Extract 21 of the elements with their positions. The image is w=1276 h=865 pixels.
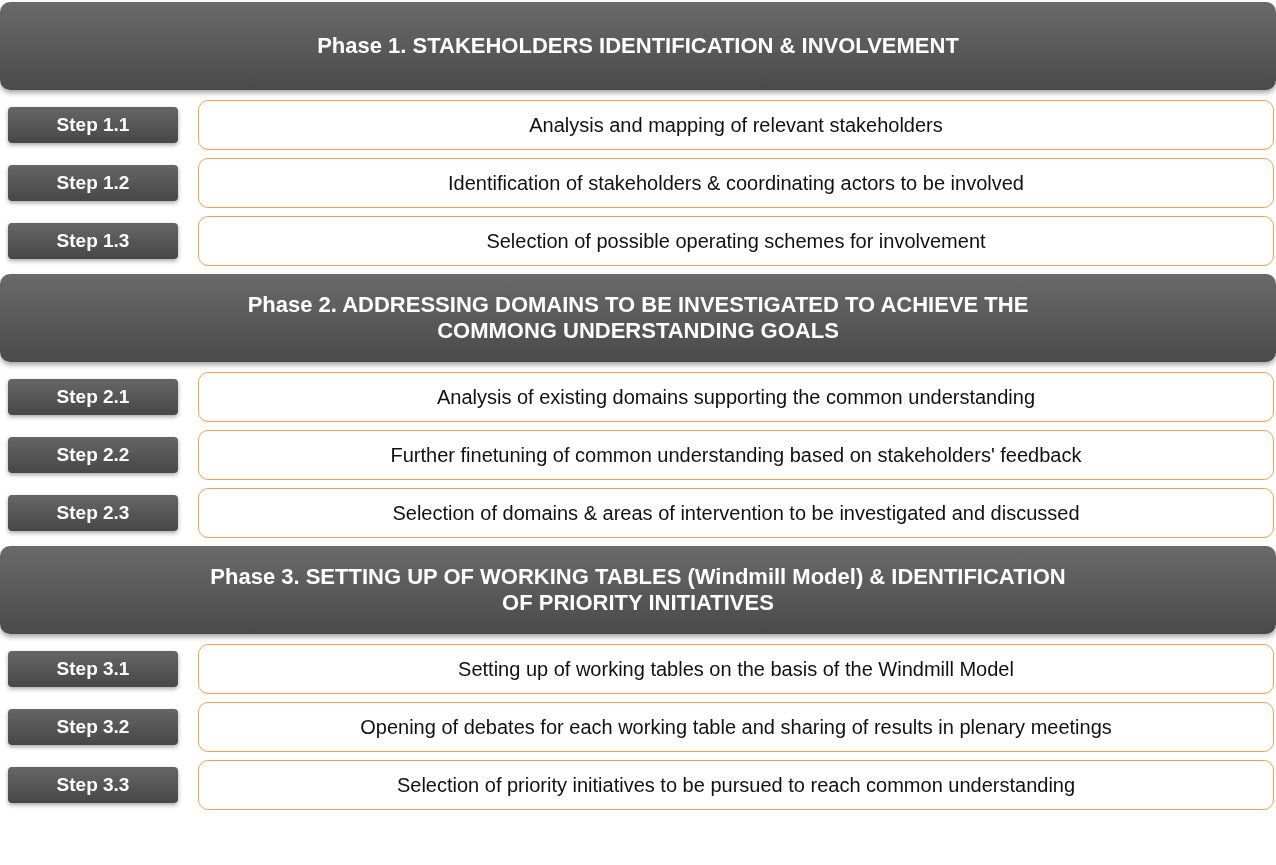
step-tag: Step 2.3: [8, 495, 178, 531]
step-tag: Step 1.1: [8, 107, 178, 143]
step-description-box: Analysis and mapping of relevant stakeholders: [198, 100, 1274, 150]
step-description-box: Opening of debates for each working table and sharing of results in plenary meetings: [198, 702, 1274, 752]
phase-banner: Phase 2. ADDRESSING DOMAINS TO BE INVESTIGATED TO ACHIEVE THE COMMONG UNDERSTANDING GOALS: [0, 274, 1276, 362]
step-tag: Step 2.2: [8, 437, 178, 473]
step-description-box: Further finetuning of common understanding based on stakeholders' feedback: [198, 430, 1274, 480]
step-tag: Step 3.2: [8, 709, 178, 745]
phase-banner: Phase 1. STAKEHOLDERS IDENTIFICATION & INVOLVEMENT: [0, 2, 1276, 90]
step-tag: Step 3.1: [8, 651, 178, 687]
step-description-box: Selection of domains & areas of intervention to be investigated and discussed: [198, 488, 1274, 538]
step-tag: Step 1.3: [8, 223, 178, 259]
step-description-box: Selection of possible operating schemes for involvement: [198, 216, 1274, 266]
step-description-box: Analysis of existing domains supporting the common understanding: [198, 372, 1274, 422]
step-description-box: Setting up of working tables on the basis of the Windmill Model: [198, 644, 1274, 694]
step-description-box: Selection of priority initiatives to be pursued to reach common understanding: [198, 760, 1274, 810]
step-tag: Step 2.1: [8, 379, 178, 415]
step-description-box: Identification of stakeholders & coordinating actors to be involved: [198, 158, 1274, 208]
phase-banner: Phase 3. SETTING UP OF WORKING TABLES (Windmill Model) & IDENTIFICATION OF PRIORITY INITIATIVES: [0, 546, 1276, 634]
step-tag: Step 1.2: [8, 165, 178, 201]
step-tag: Step 3.3: [8, 767, 178, 803]
